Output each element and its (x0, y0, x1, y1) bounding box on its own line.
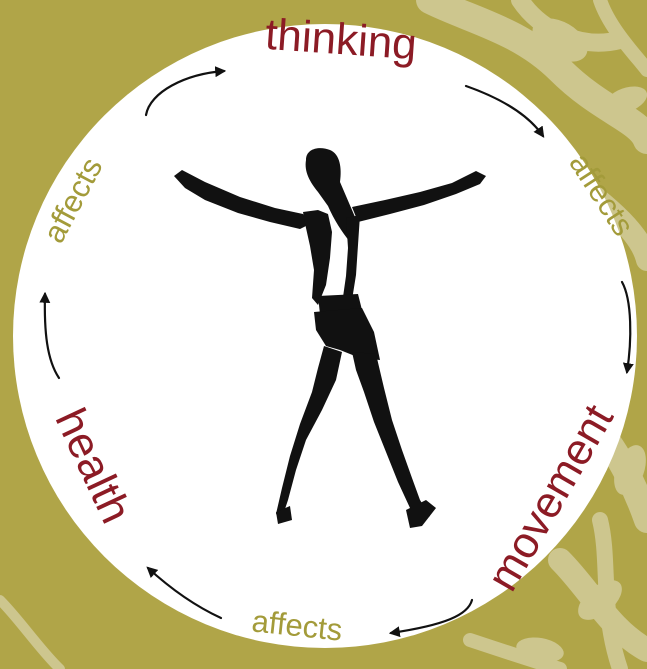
cycle-diagram: thinking movement health affects affects… (0, 0, 647, 669)
